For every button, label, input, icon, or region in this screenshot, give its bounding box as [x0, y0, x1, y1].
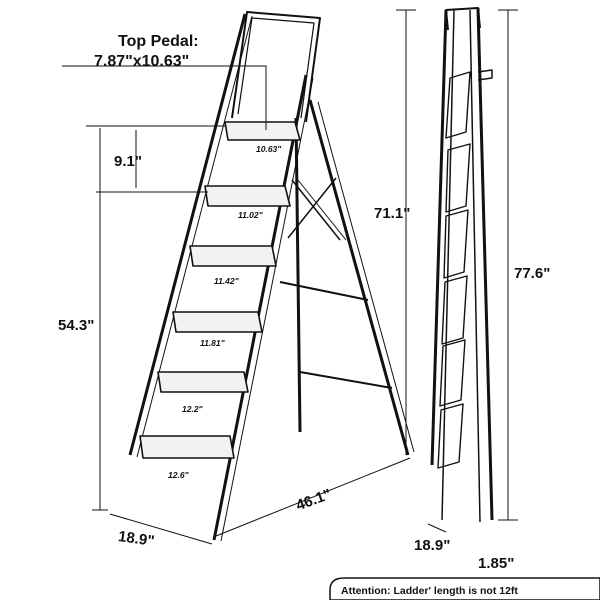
folded-handrail: [445, 7, 481, 31]
folded-step-4: [441, 275, 468, 345]
top-pedal-size: 7.87"x10.63": [94, 53, 189, 70]
base-width-arrow: [109, 513, 213, 545]
folded-front-rail: [441, 9, 455, 521]
base-width-label: 18.9": [117, 528, 155, 550]
folded-top-clip: [477, 69, 493, 81]
folded-step-3: [443, 209, 469, 279]
step-width-labels: 10.63" 11.02" 11.42" 11.81" 12.2" 12.6": [168, 144, 282, 480]
dimension-lines: [62, 9, 518, 545]
step-2: [204, 185, 291, 207]
step-width-label: 11.81": [200, 338, 226, 348]
step-width-label: 12.6": [168, 470, 190, 480]
spreader-bar-1: [279, 281, 369, 301]
step-5: [157, 371, 249, 393]
folded-thickness-label: 1.85": [478, 555, 514, 572]
top-pedal-leader: [62, 65, 267, 130]
folded-right-rail: [476, 7, 494, 521]
step-4: [172, 311, 263, 333]
step-3: [189, 245, 277, 267]
top-handrail-inner: [237, 17, 315, 119]
back-right-leg-edge: [317, 101, 415, 453]
top-pedal-title: Top Pedal:: [118, 33, 199, 50]
step-6: [139, 435, 235, 459]
cross-brace-a: [291, 179, 341, 241]
depth-open-label: 46.1": [294, 486, 334, 514]
back-right-leg: [308, 99, 410, 456]
step-width-label: 10.63": [256, 144, 282, 154]
front-left-rail: [128, 13, 247, 456]
folded-step-2: [445, 143, 471, 213]
folded-back-rail: [469, 9, 481, 523]
ladder-height-open-label: 71.1": [374, 205, 410, 222]
front-right-rail: [212, 74, 308, 541]
folded-step-6: [437, 403, 464, 469]
notice-text: Attention: Ladder' length is not 12ft: [341, 585, 518, 597]
folded-step-1: [445, 71, 471, 139]
step-height-label: 54.3": [58, 317, 94, 334]
steps: [139, 121, 301, 459]
folded-step-5: [439, 339, 466, 407]
folded-ladder-drawing: [430, 7, 494, 523]
step-gap-label: 9.1": [114, 153, 142, 170]
cross-brace-c: [297, 179, 347, 241]
step-width-label: 12.2": [182, 404, 204, 414]
step-width-label: 11.42": [214, 276, 240, 286]
ladder-height-folded-label: 77.6": [514, 265, 550, 282]
folded-base-arrow: [427, 523, 447, 533]
spreader-bar-2: [299, 371, 393, 389]
step-width-label: 11.02": [238, 210, 264, 220]
notice-banner-shape: [329, 577, 600, 600]
step-1: [224, 121, 301, 141]
cross-brace-b: [287, 177, 337, 239]
folded-steps: [437, 71, 471, 469]
front-left-rail-edge: [136, 15, 253, 458]
open-ladder-drawing: [128, 11, 415, 542]
folded-left-rail: [430, 9, 448, 466]
depth-arrow: [215, 457, 411, 537]
notice-banner: Attention: Ladder' length is not 12ft: [329, 577, 600, 600]
base-width-folded-label: 18.9": [414, 537, 450, 554]
back-left-leg: [294, 117, 302, 433]
